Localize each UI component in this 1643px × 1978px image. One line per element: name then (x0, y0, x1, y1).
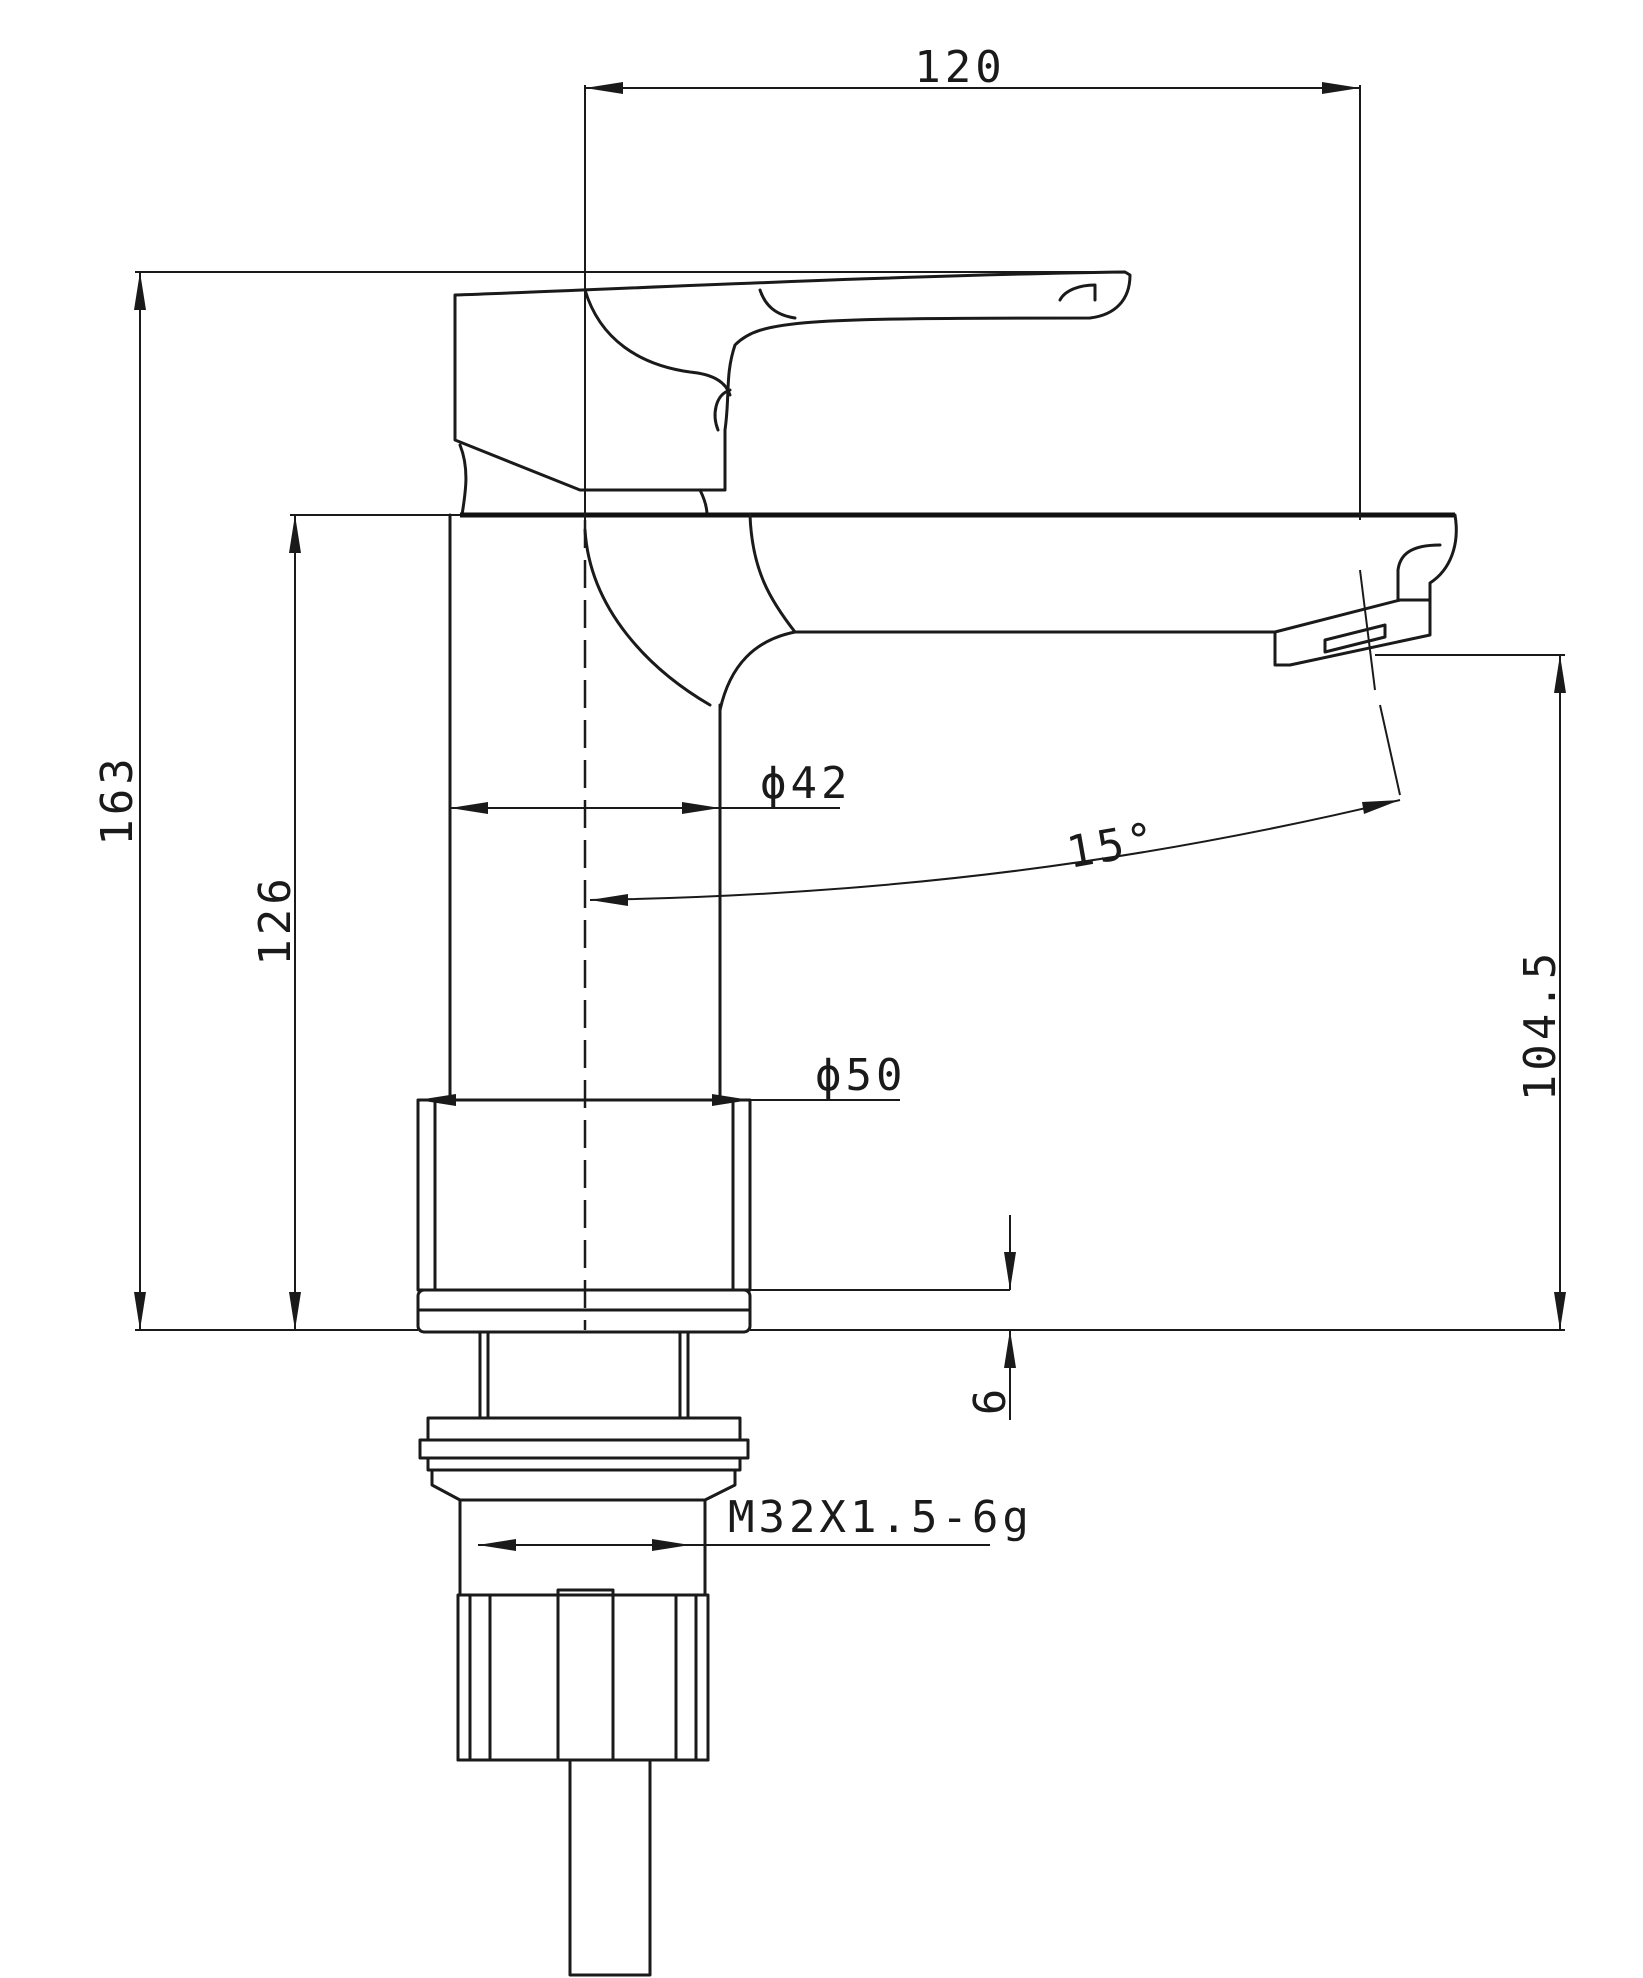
dim-base-thickness: 6 (750, 1215, 1016, 1420)
dim-label-thread: M32X1.5-6g (728, 1492, 1033, 1543)
dim-label-15deg: 15° (1063, 813, 1162, 879)
dim-label-6: 6 (965, 1385, 1016, 1416)
dim-label-163: 163 (92, 754, 143, 845)
dim-label-120: 120 (914, 42, 1005, 93)
dim-body-diameter: ϕ42 (450, 758, 851, 814)
dim-base-diameter: ϕ50 (418, 1050, 906, 1106)
dim-label-phi42: ϕ42 (760, 758, 851, 809)
faucet-handle (453, 270, 1132, 517)
faucet-spout (460, 512, 1458, 712)
dim-label-104-5: 104.5 (1515, 949, 1566, 1101)
dim-total-height: 163 (92, 271, 1125, 1330)
dim-total-width: 120 (584, 42, 1361, 520)
mounting-hardware (418, 1330, 750, 1977)
dim-label-phi50: ϕ50 (815, 1050, 906, 1101)
dim-spout-height: 104.5 (1375, 654, 1566, 1330)
dim-thread: M32X1.5-6g (478, 1492, 1033, 1551)
dim-label-126: 126 (250, 874, 301, 965)
dim-body-height: 126 (250, 514, 460, 1330)
dim-spout-angle: 15° (589, 569, 1401, 906)
